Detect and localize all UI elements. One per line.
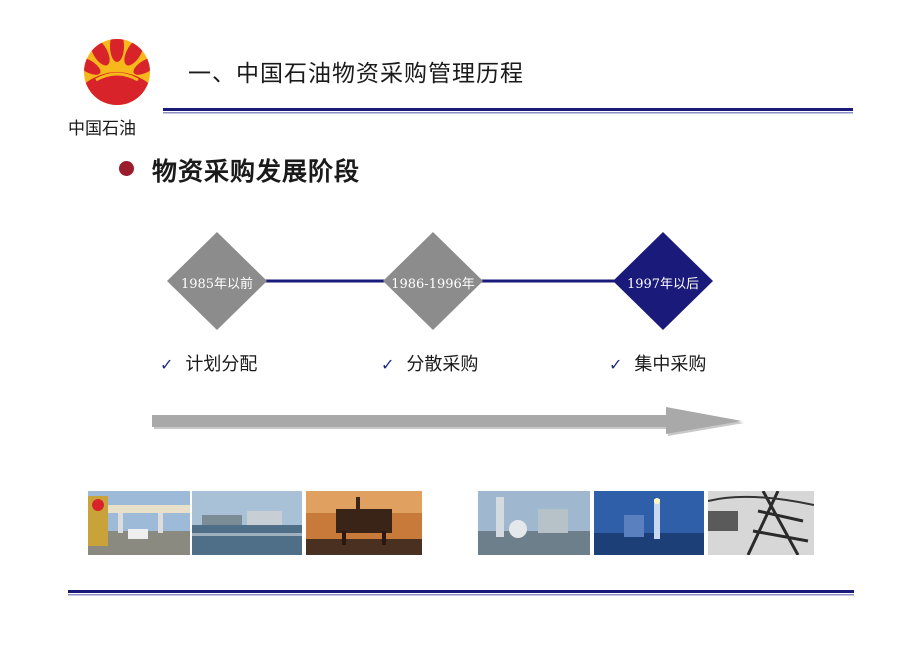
stage-label-1: 1985年以前 [180, 277, 254, 292]
stage-label-3: 1997年以后 [626, 277, 700, 292]
night-refinery-photo [594, 491, 704, 555]
phase-label-1: 计划分配 [185, 354, 258, 375]
section-heading: 物资采购发展阶段 [152, 157, 361, 186]
stage-diamond-1 [167, 232, 267, 330]
harbor-photo [192, 491, 302, 555]
refinery-photo [478, 491, 590, 555]
stage-diamond-2 [383, 232, 483, 330]
stage-diamond-3 [613, 232, 713, 330]
bottom-divider [68, 581, 854, 596]
timeline: 1985年以前 1986-1996年 1997年以后 [150, 225, 770, 337]
page-title: 一、中国石油物资采购管理历程 [188, 61, 524, 87]
phase-label-2: 分散采购 [406, 354, 479, 375]
offshore-platform-photo [306, 491, 422, 555]
gas-station-photo [88, 491, 190, 555]
phase-item-2: ✓ 分散采购 [381, 350, 478, 376]
checkmark-icon: ✓ [160, 355, 174, 374]
bullet-icon [119, 161, 134, 176]
top-divider [163, 99, 853, 114]
stage-label-2: 1986-1996年 [391, 277, 475, 292]
power-pylon-photo [708, 491, 814, 555]
logo-text: 中国石油 [68, 119, 136, 139]
phase-item-1: ✓ 计划分配 [160, 350, 257, 376]
progress-arrow-icon [150, 405, 750, 439]
petrochina-logo-icon [74, 32, 160, 106]
phase-item-3: ✓ 集中采购 [609, 350, 706, 376]
checkmark-icon: ✓ [381, 355, 395, 374]
checkmark-icon: ✓ [609, 355, 623, 374]
phase-label-3: 集中采购 [634, 354, 707, 375]
